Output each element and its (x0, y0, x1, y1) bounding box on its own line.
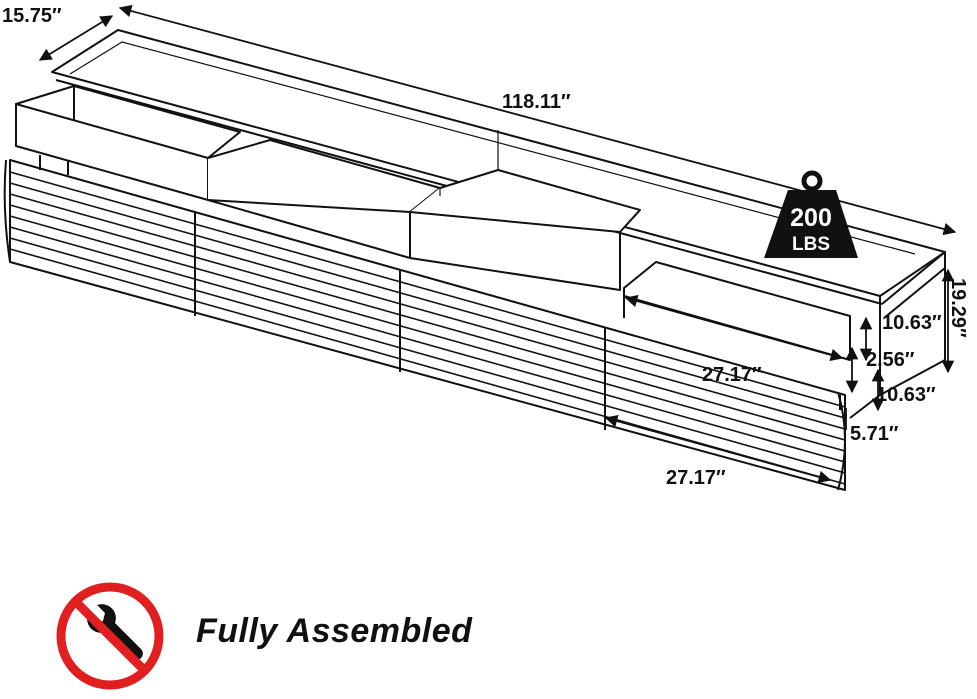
tv-stand-drawing (3, 29, 946, 491)
lower-drawer-depth-label: 5.71″ (850, 423, 899, 445)
weight-value: 200 (790, 204, 832, 232)
weight-unit: LBS (792, 234, 830, 255)
lower-drawer-height-label: 10.63″ (876, 384, 936, 406)
weight-badge: 200 LBS (764, 170, 858, 258)
depth-label: 15.75″ (2, 5, 62, 27)
width-label: 118.11″ (502, 91, 571, 113)
gap-label: 2.56″ (866, 349, 915, 371)
fully-assembled-label: Fully Assembled (196, 612, 473, 650)
no-tools-wrench-icon (56, 582, 164, 690)
lower-drawer-width-label: 27.17″ (666, 467, 726, 489)
upper-drawer-height-label: 10.63″ (882, 312, 942, 334)
weight-icon (764, 190, 858, 258)
upper-drawer-width-label: 27.17″ (702, 364, 762, 386)
height-label: 19.29″ (947, 278, 969, 338)
